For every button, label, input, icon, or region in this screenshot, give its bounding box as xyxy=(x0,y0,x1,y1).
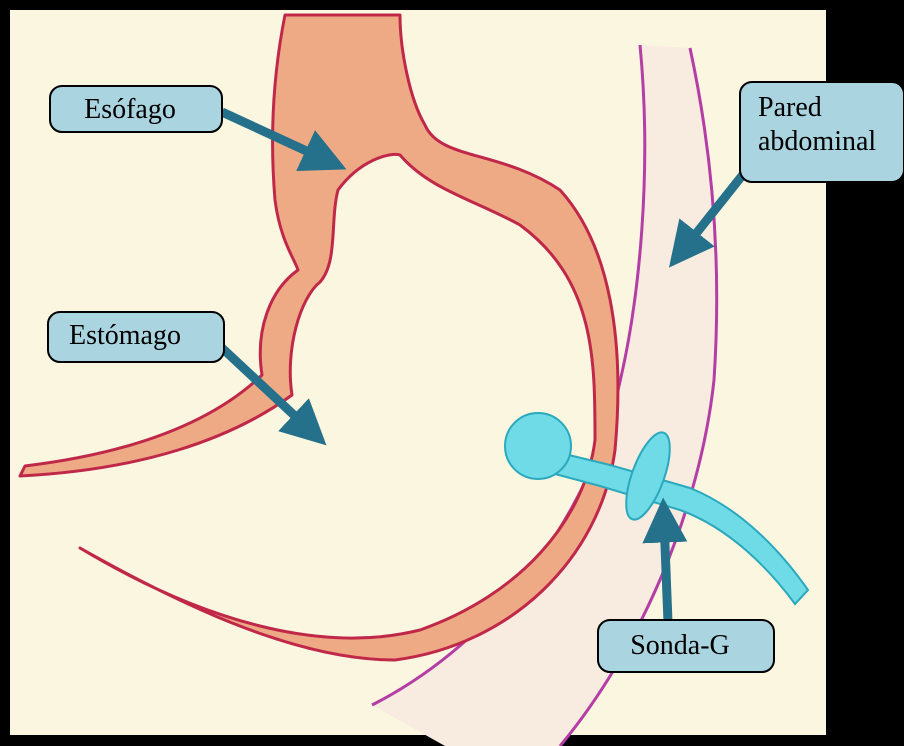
callout-pared-abdominal: Pared abdominal xyxy=(740,82,904,182)
label-pared-line1: Pared xyxy=(758,92,822,123)
label-esofago: Esófago xyxy=(84,94,176,125)
callout-sonda-g: Sonda-G xyxy=(598,620,774,672)
g-tube-internal-bulb xyxy=(505,413,571,479)
label-pared-line2: abdominal xyxy=(758,126,876,157)
callout-estomago: Estómago xyxy=(48,312,224,362)
label-estomago: Estómago xyxy=(69,320,181,351)
callout-esofago: Esófago xyxy=(50,86,222,132)
label-sonda-g: Sonda-G xyxy=(630,630,730,661)
arrow-icon-sonda xyxy=(664,520,668,622)
